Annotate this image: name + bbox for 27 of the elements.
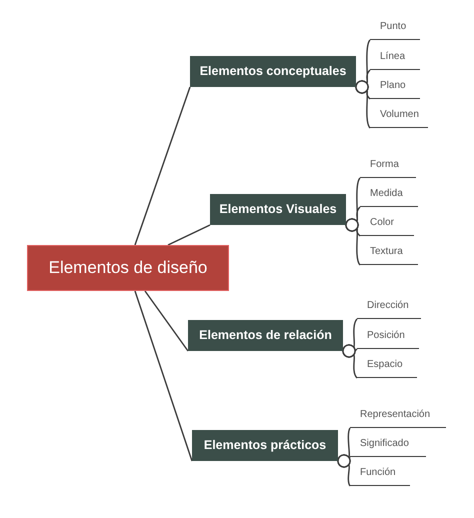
- leaf-topic: Volumen: [370, 107, 428, 128]
- connector-line: [134, 86, 191, 246]
- leaf-topic: Posición: [357, 328, 419, 349]
- leaf-topic: Función: [350, 465, 410, 486]
- connector-line: [339, 452, 352, 486]
- branch-topic-box: Elementos prácticos: [192, 430, 338, 461]
- leaf-topic: Color: [360, 215, 414, 236]
- leaf-topic: Forma: [360, 157, 416, 178]
- branch-topic-box: Elementos de relación: [188, 320, 343, 351]
- leaf-topic: Textura: [360, 244, 418, 265]
- connector-line: [344, 342, 358, 378]
- leaf-topic: Dirección: [357, 298, 421, 319]
- connector-line: [134, 290, 193, 462]
- connector-line: [168, 224, 210, 246]
- leaf-topic: Significado: [350, 436, 426, 457]
- central-topic-box: Elementos de diseño: [27, 245, 229, 291]
- connector-line: [348, 216, 362, 266]
- leaf-topic: Espacio: [357, 357, 417, 378]
- connector-line: [358, 78, 372, 128]
- branch-topic-box: Elementos conceptuales: [190, 56, 356, 87]
- branch-topic-box: Elementos Visuales: [210, 194, 346, 225]
- connector-line: [144, 290, 189, 352]
- leaf-topic: Representación: [350, 407, 446, 428]
- leaf-topic: Línea: [370, 49, 420, 70]
- leaf-topic: Medida: [360, 186, 418, 207]
- leaf-topic: Punto: [370, 19, 420, 40]
- leaf-topic: Plano: [370, 78, 420, 99]
